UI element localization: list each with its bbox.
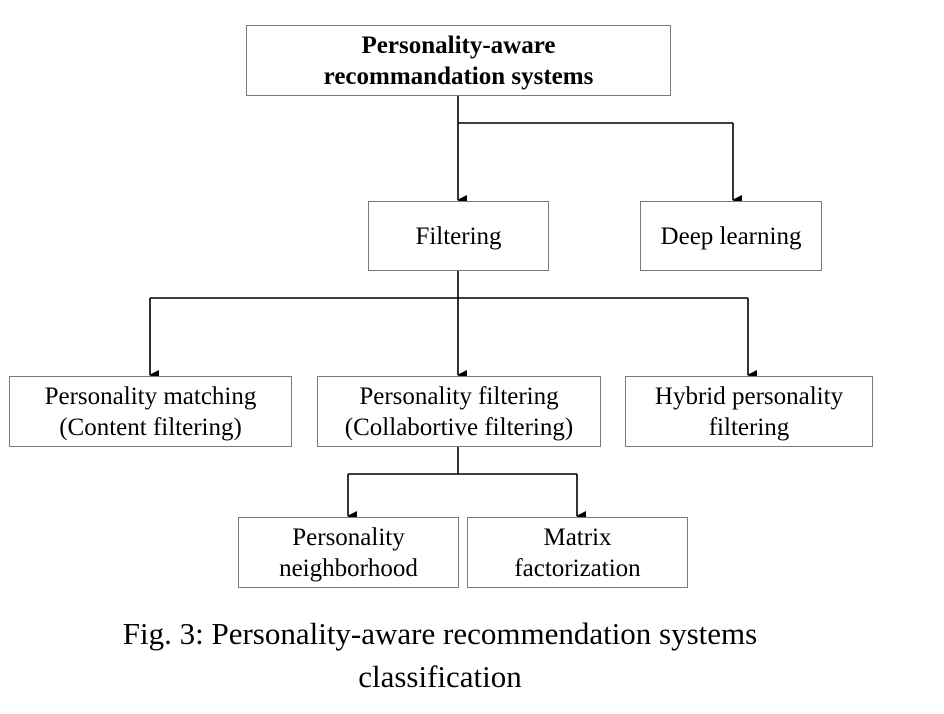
node-personality-neighborhood: Personality neighborhood bbox=[238, 517, 459, 588]
node-filtering: Filtering bbox=[368, 201, 549, 271]
node-personality-filtering: Personality filtering (Collabortive filt… bbox=[317, 376, 601, 447]
root-node-personality-aware-recommendation-systems: Personality-aware recommandation systems bbox=[246, 25, 671, 96]
figure-caption: Fig. 3: Personality-aware recommendation… bbox=[0, 612, 880, 698]
node-matrix-factorization-line2: factorization bbox=[514, 554, 641, 582]
node-deep-learning: Deep learning bbox=[640, 201, 822, 271]
node-hybrid-filtering-line2: filtering bbox=[708, 413, 790, 441]
node-personality-neighborhood-line1: Personality bbox=[292, 523, 405, 551]
figure-caption-line1: Fig. 3: Personality-aware recommendation… bbox=[122, 616, 758, 651]
connector-personality-filtering-children bbox=[347, 447, 586, 521]
node-personality-filtering-line2: (Collabortive filtering) bbox=[344, 413, 574, 441]
node-personality-filtering-line1: Personality filtering bbox=[359, 382, 559, 410]
node-personality-matching: Personality matching (Content filtering) bbox=[9, 376, 292, 447]
root-node-line2: recommandation systems bbox=[323, 62, 594, 90]
node-personality-neighborhood-line2: neighborhood bbox=[279, 554, 418, 582]
connector-filtering-children bbox=[149, 271, 757, 380]
node-personality-matching-line1: Personality matching bbox=[44, 382, 257, 410]
connector-root-children bbox=[457, 96, 742, 205]
node-personality-matching-line2: (Content filtering) bbox=[59, 413, 242, 441]
node-deep-learning-label: Deep learning bbox=[660, 222, 802, 250]
root-node-line1: Personality-aware bbox=[361, 31, 556, 59]
node-hybrid-filtering-line1: Hybrid personality bbox=[654, 382, 844, 410]
node-hybrid-personality-filtering: Hybrid personality filtering bbox=[625, 376, 873, 447]
figure-caption-line2: classification bbox=[358, 659, 522, 694]
node-matrix-factorization-line1: Matrix bbox=[543, 523, 612, 551]
node-filtering-label: Filtering bbox=[415, 222, 502, 250]
node-matrix-factorization: Matrix factorization bbox=[467, 517, 688, 588]
